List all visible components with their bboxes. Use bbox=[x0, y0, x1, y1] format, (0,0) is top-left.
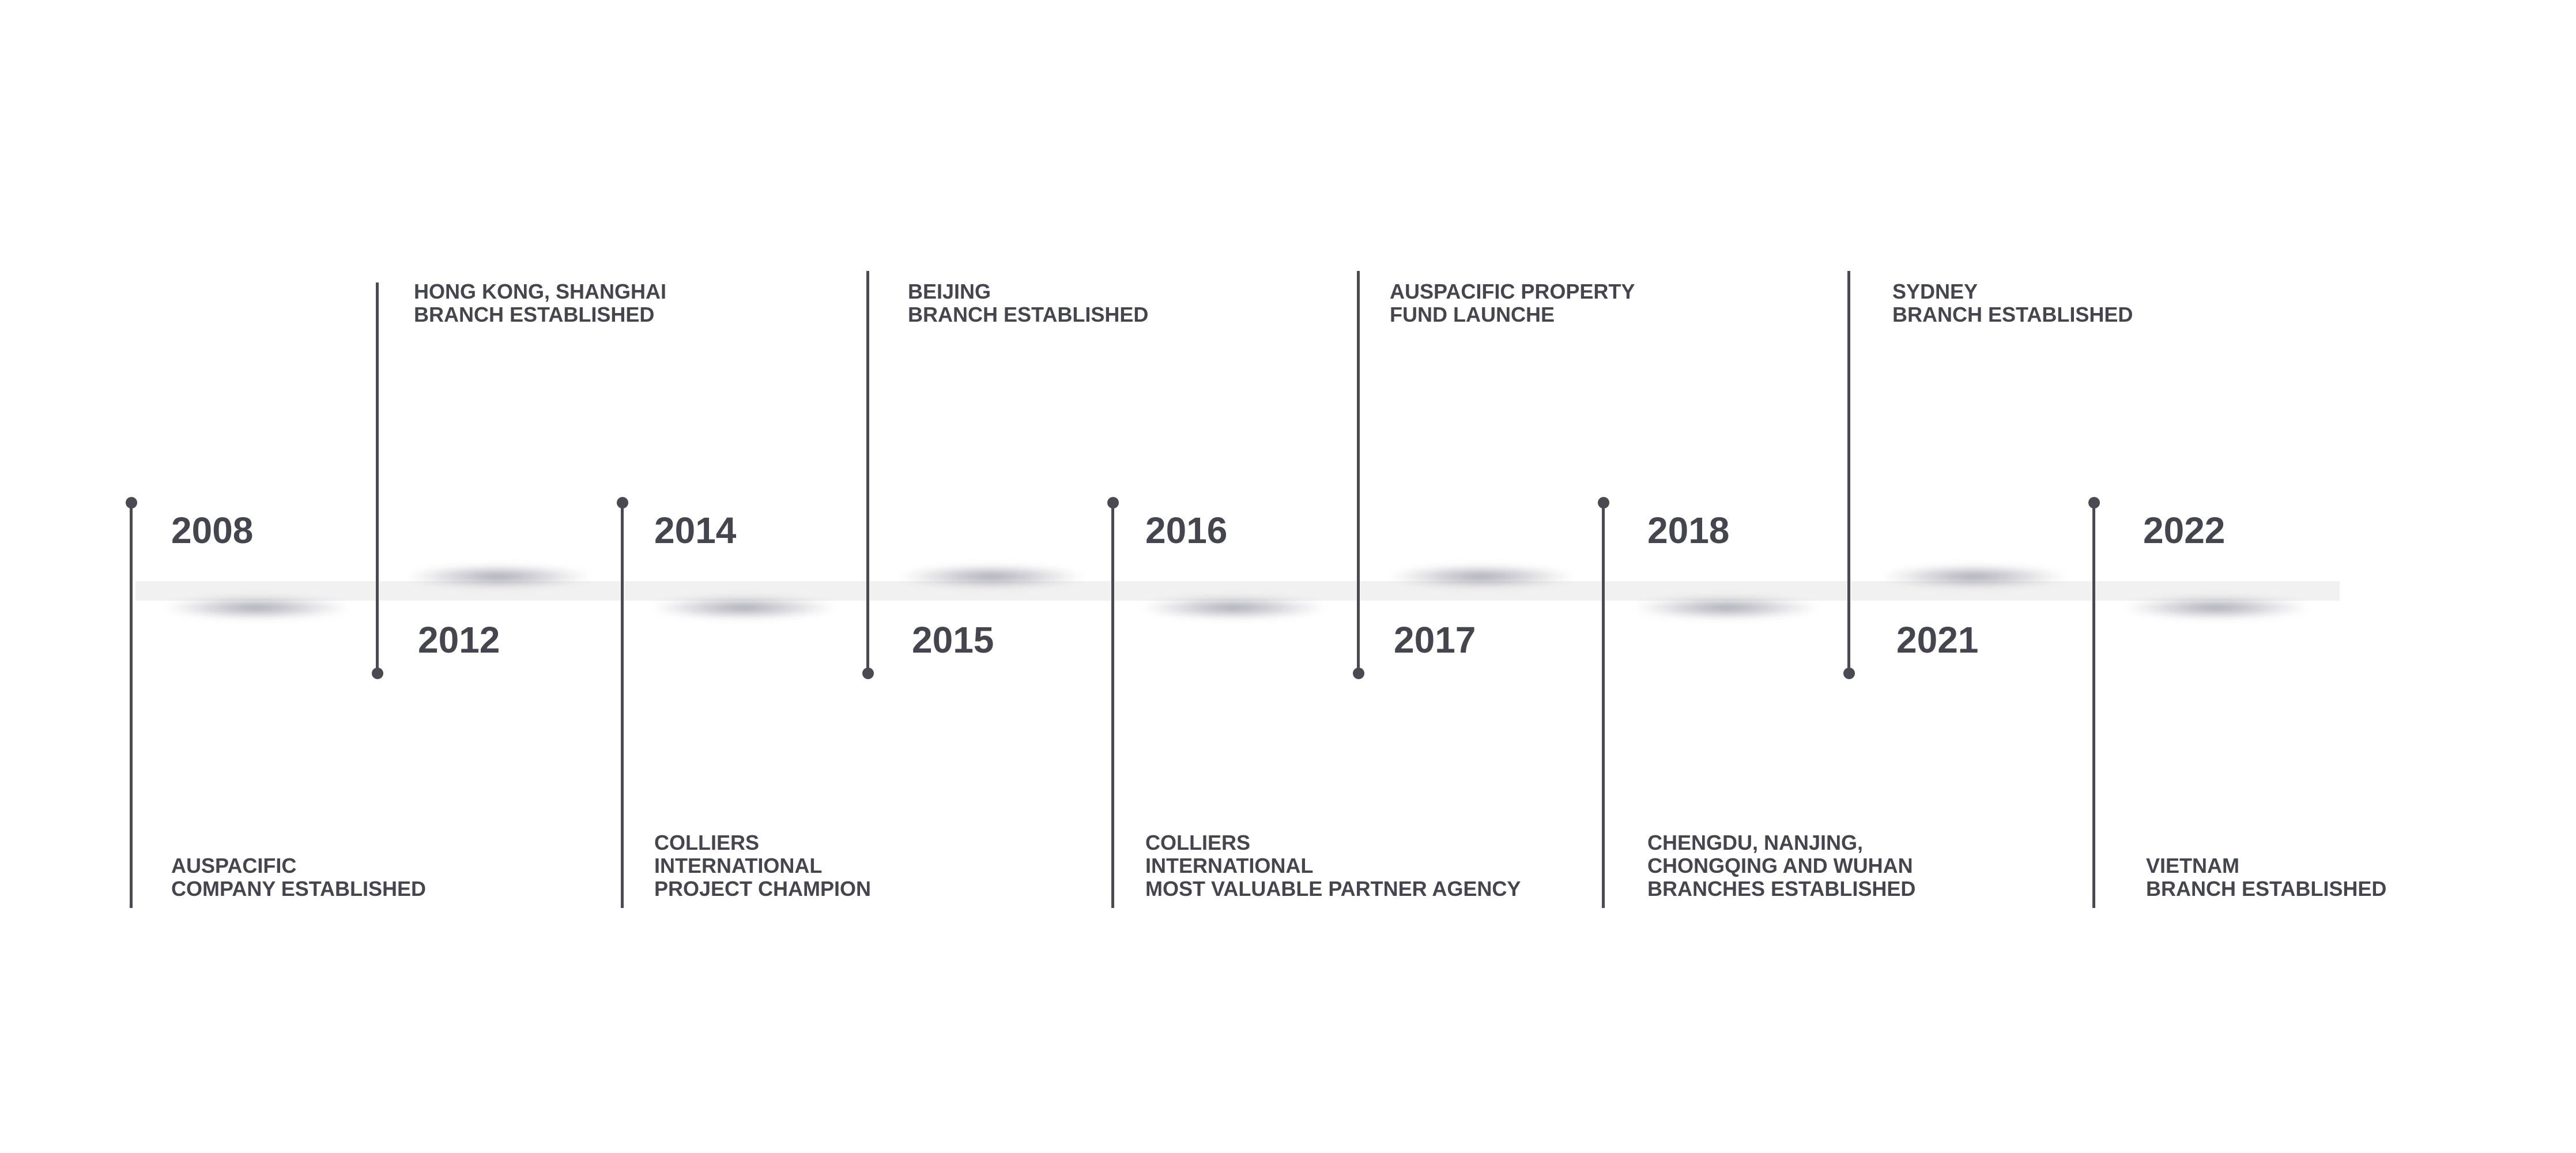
event-marker-2022 bbox=[2088, 497, 2100, 508]
band-shadow bbox=[1634, 596, 1819, 619]
event-label-2021: SYDNEY BRANCH ESTABLISHED bbox=[1892, 280, 2133, 326]
band-shadow bbox=[406, 565, 591, 588]
event-label-2016: COLLIERS INTERNATIONAL MOST VALUABLE PAR… bbox=[1145, 831, 1521, 900]
event-year-2017: 2017 bbox=[1394, 619, 1476, 661]
event-connector-2015 bbox=[866, 271, 869, 675]
event-label-line: CHONGQING AND WUHAN bbox=[1647, 854, 1913, 877]
event-label-line: MOST VALUABLE PARTNER AGENCY bbox=[1145, 877, 1521, 900]
event-connector-2016 bbox=[1111, 502, 1114, 908]
event-label-line: INTERNATIONAL bbox=[1145, 854, 1314, 877]
event-label-line: COLLIERS bbox=[1145, 831, 1251, 854]
event-connector-2012 bbox=[376, 282, 379, 675]
event-label-line: VIETNAM bbox=[2146, 854, 2239, 877]
event-label-2022: VIETNAM BRANCH ESTABLISHED bbox=[2146, 854, 2386, 900]
band-shadow bbox=[2124, 596, 2309, 619]
event-connector-2014 bbox=[621, 502, 624, 908]
band-shadow bbox=[1141, 596, 1326, 619]
band-shadow bbox=[899, 565, 1084, 588]
event-label-line: HONG KONG, SHANGHAI bbox=[414, 280, 667, 303]
event-year-2012: 2012 bbox=[418, 619, 500, 661]
event-label-2018: CHENGDU, NANJING, CHONGQING AND WUHAN BR… bbox=[1647, 831, 1915, 900]
event-label-line: BRANCHES ESTABLISHED bbox=[1647, 877, 1916, 900]
event-connector-2008 bbox=[130, 502, 133, 908]
event-label-line: INTERNATIONAL bbox=[654, 854, 823, 877]
event-label-line: BEIJING bbox=[908, 280, 991, 303]
event-label-2017: AUSPACIFIC PROPERTY FUND LAUNCHE bbox=[1390, 280, 1635, 326]
event-connector-2018 bbox=[1602, 502, 1605, 908]
event-connector-2022 bbox=[2092, 502, 2095, 908]
band-shadow bbox=[1389, 565, 1574, 588]
event-label-line: COMPANY ESTABLISHED bbox=[171, 877, 427, 900]
event-marker-2018 bbox=[1598, 497, 1609, 508]
event-marker-2021 bbox=[1843, 668, 1855, 679]
event-marker-2016 bbox=[1107, 497, 1119, 508]
event-marker-2012 bbox=[372, 668, 383, 679]
event-marker-2015 bbox=[862, 668, 874, 679]
event-marker-2017 bbox=[1353, 668, 1364, 679]
event-label-line: BRANCH ESTABLISHED bbox=[2146, 877, 2387, 900]
event-label-line: CHENGDU, NANJING, bbox=[1647, 831, 1864, 854]
band-shadow bbox=[1882, 565, 2066, 588]
event-connector-2017 bbox=[1357, 271, 1360, 675]
event-label-line: COLLIERS bbox=[654, 831, 760, 854]
event-year-2015: 2015 bbox=[912, 619, 994, 661]
event-label-line: AUSPACIFIC bbox=[171, 854, 297, 877]
event-label-line: BRANCH ESTABLISHED bbox=[414, 303, 655, 326]
event-label-line: AUSPACIFIC PROPERTY bbox=[1390, 280, 1635, 303]
event-year-2014: 2014 bbox=[654, 510, 737, 551]
event-label-line: BRANCH ESTABLISHED bbox=[908, 303, 1149, 326]
event-label-2014: COLLIERS INTERNATIONAL PROJECT CHAMPION bbox=[654, 831, 871, 900]
event-label-line: SYDNEY bbox=[1892, 280, 1978, 303]
event-year-2022: 2022 bbox=[2143, 510, 2226, 551]
event-label-line: PROJECT CHAMPION bbox=[654, 877, 872, 900]
event-marker-2008 bbox=[126, 497, 137, 508]
event-connector-2021 bbox=[1847, 271, 1850, 675]
event-year-2021: 2021 bbox=[1896, 619, 1979, 661]
band-shadow bbox=[651, 596, 836, 619]
band-shadow bbox=[164, 596, 349, 619]
event-label-2015: BEIJING BRANCH ESTABLISHED bbox=[908, 280, 1148, 326]
event-year-2016: 2016 bbox=[1145, 510, 1228, 551]
event-marker-2014 bbox=[617, 497, 628, 508]
event-label-2012: HONG KONG, SHANGHAI BRANCH ESTABLISHED bbox=[414, 280, 666, 326]
event-year-2008: 2008 bbox=[171, 510, 254, 551]
event-label-2008: AUSPACIFIC COMPANY ESTABLISHED bbox=[171, 854, 426, 900]
event-label-line: FUND LAUNCHE bbox=[1390, 303, 1555, 326]
event-year-2018: 2018 bbox=[1647, 510, 1730, 551]
event-label-line: BRANCH ESTABLISHED bbox=[1892, 303, 2133, 326]
